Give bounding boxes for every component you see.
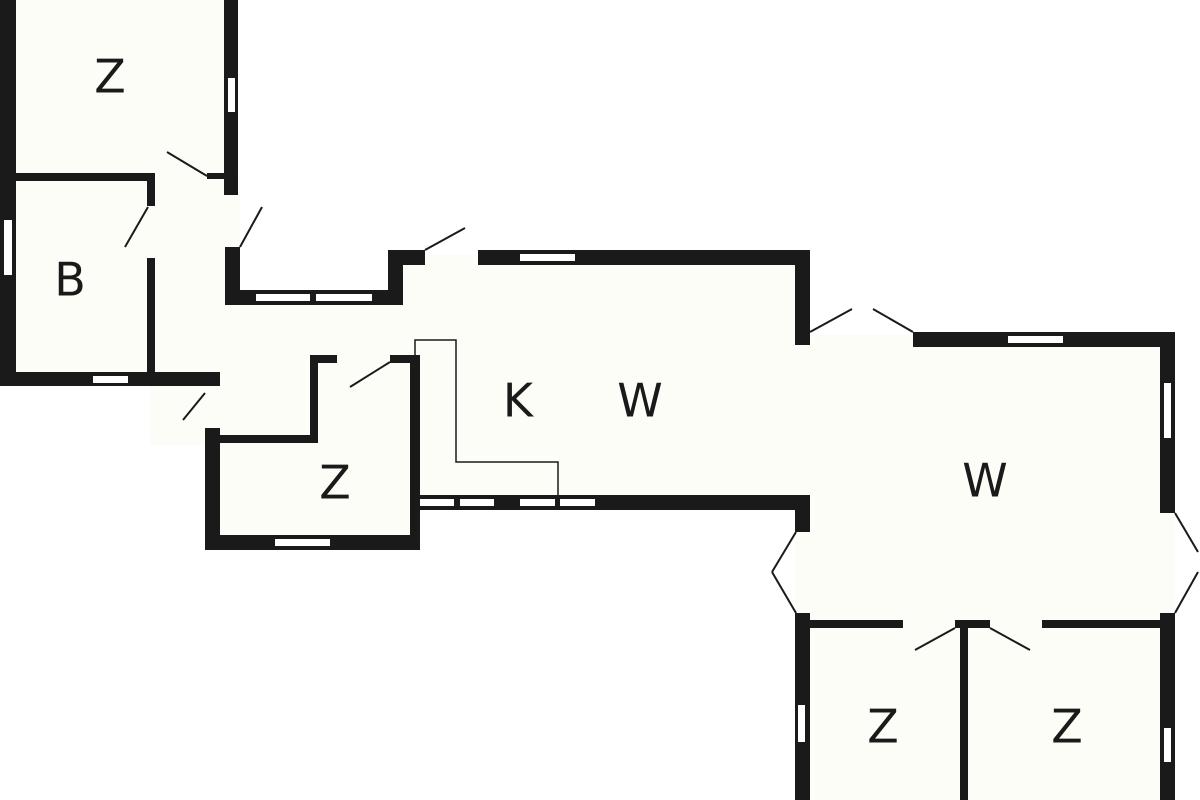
floors — [0, 0, 1175, 800]
room-label-kitchen: K — [503, 374, 535, 428]
windows — [4, 78, 1171, 762]
room-label-bedroom-bottom-right: Z — [1051, 700, 1083, 754]
room-label-bedroom-small: Z — [319, 456, 351, 510]
room-label-bedroom-bottom-left: Z — [867, 700, 899, 754]
room-labels: Z B Z K W W Z Z — [54, 50, 1083, 754]
room-label-living-center: W — [617, 374, 662, 428]
room-label-bathroom: B — [54, 253, 86, 307]
room-label-bedroom-top-left: Z — [94, 50, 126, 104]
room-label-living-right: W — [962, 454, 1007, 508]
kitchen-counter — [414, 339, 559, 500]
doors — [124, 151, 1199, 651]
